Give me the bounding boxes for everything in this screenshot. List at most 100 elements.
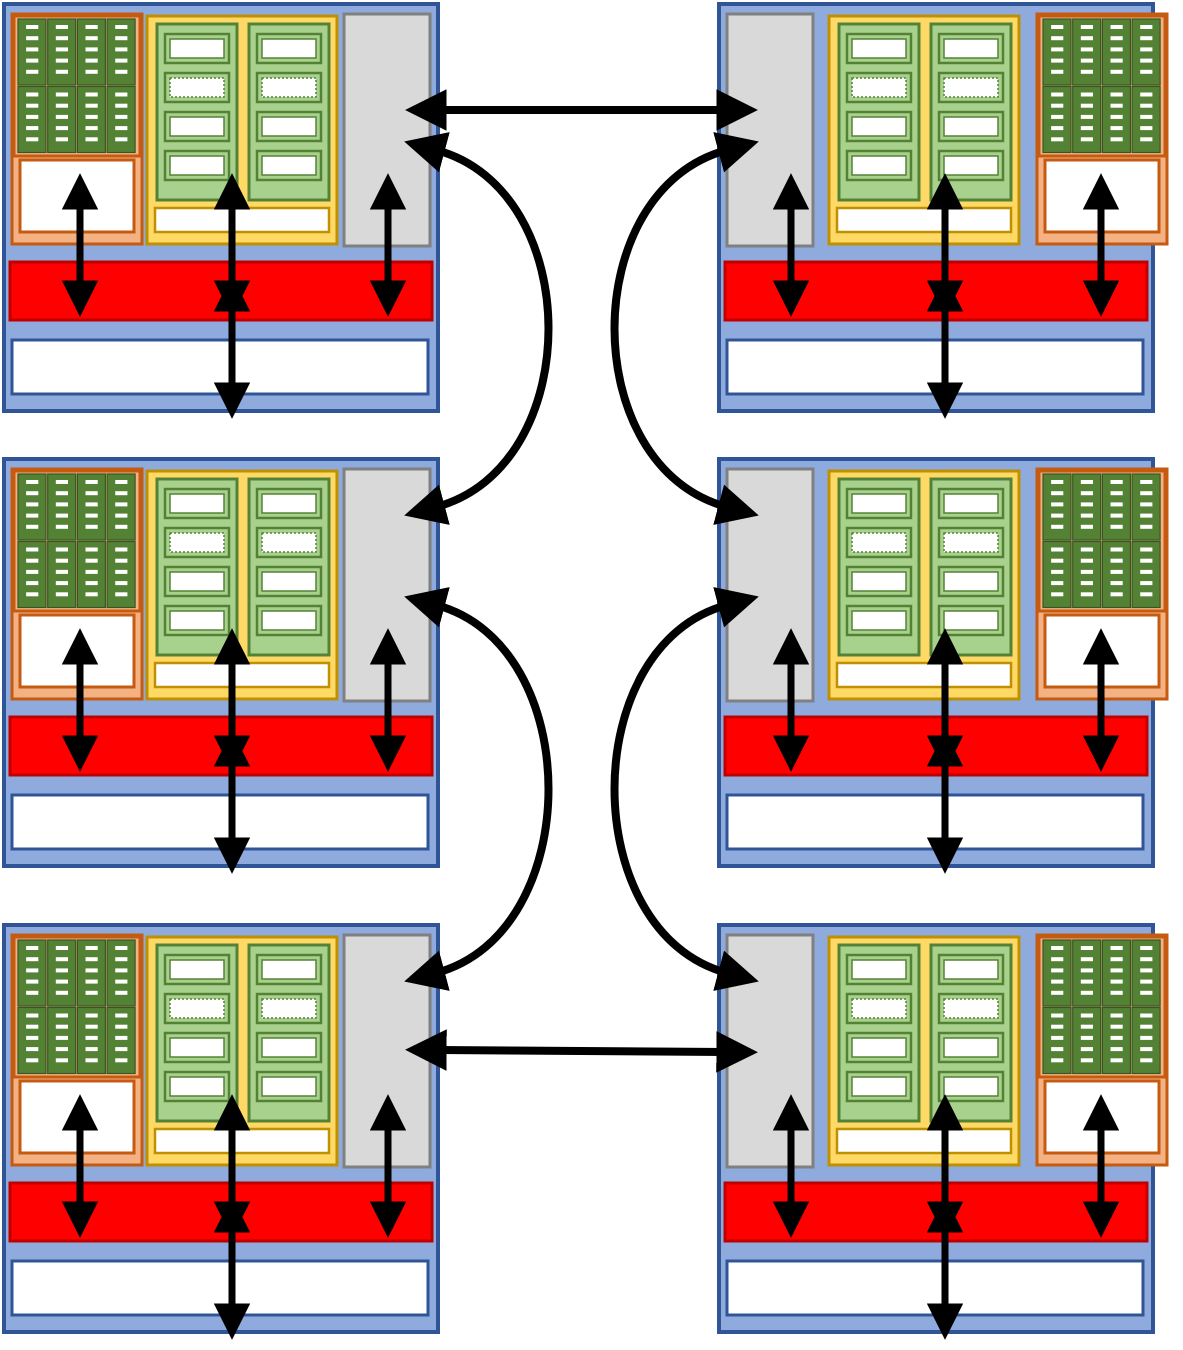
accelerator-memory bbox=[943, 998, 999, 1019]
accelerator-memory bbox=[169, 493, 225, 514]
core-register bbox=[1051, 990, 1064, 995]
core-register bbox=[1140, 558, 1153, 563]
core-block bbox=[1072, 473, 1102, 541]
core-block bbox=[1101, 1006, 1131, 1075]
core-block bbox=[1131, 473, 1161, 541]
core-register bbox=[1051, 1058, 1064, 1063]
core-register bbox=[26, 502, 39, 507]
core-register bbox=[55, 69, 68, 74]
core-register bbox=[55, 502, 68, 507]
cpu-core bbox=[76, 939, 107, 1007]
accelerator-memory bbox=[169, 77, 225, 98]
core-register bbox=[26, 47, 39, 52]
core-register bbox=[26, 1013, 39, 1018]
core-register bbox=[55, 581, 68, 586]
accelerator-memory bbox=[169, 532, 225, 553]
core-register bbox=[1140, 1047, 1153, 1052]
accelerator-memory bbox=[261, 77, 317, 98]
core-register bbox=[26, 58, 39, 63]
accelerator-memory bbox=[261, 998, 317, 1019]
compute-node bbox=[717, 923, 1169, 1340]
core-register bbox=[85, 114, 98, 119]
cpu-core bbox=[1101, 939, 1131, 1007]
core-register bbox=[85, 491, 98, 496]
cpu-core bbox=[1101, 1006, 1131, 1075]
core-register bbox=[1140, 968, 1153, 973]
cpu-core bbox=[1101, 85, 1131, 154]
core-block bbox=[47, 85, 77, 154]
cpu bbox=[1035, 12, 1169, 246]
core-register bbox=[55, 968, 68, 973]
node-link-arrow bbox=[610, 587, 759, 991]
cpu-core bbox=[1131, 1006, 1161, 1075]
accelerator-memory bbox=[261, 571, 317, 592]
core-register bbox=[85, 558, 98, 563]
core-register bbox=[26, 558, 39, 563]
accelerator-memory bbox=[261, 1037, 317, 1058]
core-register bbox=[55, 569, 68, 574]
accelerator-memory bbox=[851, 77, 907, 98]
cpu-core bbox=[1072, 540, 1102, 609]
accelerator-memory bbox=[169, 998, 225, 1019]
core-register bbox=[1140, 103, 1153, 108]
core-register bbox=[1080, 1047, 1093, 1052]
core-register bbox=[115, 1013, 128, 1018]
storage bbox=[725, 793, 1145, 851]
core-register bbox=[26, 1047, 39, 1052]
core-block bbox=[17, 473, 47, 541]
core-register bbox=[26, 979, 39, 984]
core-register bbox=[26, 513, 39, 518]
core-register bbox=[1080, 547, 1093, 552]
core-register bbox=[85, 58, 98, 63]
core-register bbox=[85, 1024, 98, 1029]
core-register bbox=[115, 592, 128, 597]
core-register bbox=[85, 36, 98, 41]
core-register bbox=[1051, 524, 1064, 529]
core-register bbox=[26, 547, 39, 552]
core-register bbox=[1080, 968, 1093, 973]
core-register bbox=[1110, 581, 1123, 586]
core-register bbox=[1051, 513, 1064, 518]
accelerator-memory bbox=[261, 155, 317, 176]
accelerator-memory-bar bbox=[153, 206, 331, 234]
core-block bbox=[17, 18, 47, 86]
cpu-core bbox=[1072, 473, 1102, 541]
cpu-core bbox=[1131, 473, 1161, 541]
network-interface bbox=[725, 933, 815, 1169]
core-register bbox=[115, 36, 128, 41]
core-register bbox=[55, 957, 68, 962]
core-block bbox=[1042, 540, 1072, 609]
core-block bbox=[1072, 540, 1102, 609]
core-block bbox=[1131, 18, 1161, 86]
accelerator-memory bbox=[943, 532, 999, 553]
accelerator-memory bbox=[261, 610, 317, 631]
core-register bbox=[115, 92, 128, 97]
core-register bbox=[1110, 36, 1123, 41]
core-register bbox=[115, 25, 128, 29]
core-register bbox=[1051, 36, 1064, 41]
accelerator-memory bbox=[943, 155, 999, 176]
core-block bbox=[1042, 18, 1072, 86]
core-register bbox=[1080, 592, 1093, 597]
core-block bbox=[1131, 1006, 1161, 1075]
accelerator-column bbox=[155, 943, 239, 1123]
accelerator-memory bbox=[169, 38, 225, 59]
core-register bbox=[1080, 979, 1093, 984]
core-register bbox=[1080, 58, 1093, 63]
core-register bbox=[1140, 502, 1153, 507]
accelerator-memory bbox=[261, 116, 317, 137]
core-register bbox=[1080, 103, 1093, 108]
cpu-core bbox=[17, 18, 47, 86]
core-register bbox=[55, 1058, 68, 1063]
core-register bbox=[85, 968, 98, 973]
core-block bbox=[17, 85, 47, 154]
core-block bbox=[1101, 540, 1131, 609]
core-register bbox=[85, 569, 98, 574]
core-register bbox=[55, 58, 68, 63]
core-register bbox=[26, 36, 39, 41]
core-block bbox=[1101, 473, 1131, 541]
cpu-core bbox=[1042, 85, 1072, 154]
core-register bbox=[1110, 1024, 1123, 1029]
core-register bbox=[1051, 968, 1064, 973]
